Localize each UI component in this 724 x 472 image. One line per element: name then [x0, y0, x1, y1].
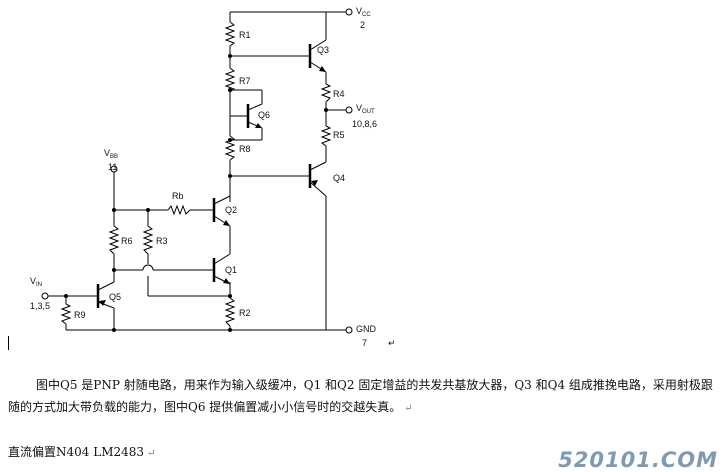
q4-symbol: [302, 161, 327, 197]
vout-terminal: [345, 106, 353, 114]
q3-symbol: [302, 39, 327, 73]
r6-label: R6: [121, 236, 133, 246]
return-mark: ↵: [388, 338, 396, 348]
vcc-terminal: [345, 8, 353, 16]
vout-pins: 10,8,6: [352, 119, 377, 129]
terminals: [41, 8, 353, 334]
r8-label: R8: [239, 144, 251, 154]
vcc-label: VCC: [356, 6, 371, 18]
vin-terminal: [41, 292, 49, 300]
r3-label: R3: [156, 236, 168, 246]
gnd-terminal: [345, 326, 353, 334]
vbb-label: VBB: [104, 148, 118, 160]
r9-symbol: [60, 303, 72, 325]
r7-label: R7: [239, 76, 251, 86]
rb-label: Rb: [172, 191, 184, 201]
transistor-symbols: [90, 39, 327, 309]
q2-label: Q2: [225, 205, 237, 215]
r1-symbol: [224, 21, 236, 47]
q1-label: Q1: [225, 265, 237, 275]
r5-symbol: [320, 125, 332, 147]
vout-label: VOUT: [356, 103, 375, 115]
r1-label: R1: [239, 30, 251, 40]
q2-symbol: [206, 195, 231, 227]
r3-symbol: [142, 225, 154, 264]
r4-label: R4: [333, 89, 345, 99]
footer-return-mark: ↵: [147, 448, 156, 459]
q4-label: Q4: [333, 173, 345, 183]
r5-label: R5: [333, 130, 345, 140]
r7-symbol: [224, 67, 236, 93]
q6-label: Q6: [258, 110, 270, 120]
site-watermark: 520101.COM: [558, 448, 718, 472]
footer-text: 直流偏置N404 LM2483↵: [8, 445, 156, 459]
r6-symbol: [108, 225, 120, 255]
rb-symbol: [167, 204, 191, 216]
q3-label: Q3: [317, 45, 329, 55]
arrowheads: [99, 66, 326, 306]
schematic-labels: VCC 2 VOUT 10,8,6 VBB 11 VIN 1,3,5 GND 7…: [30, 6, 396, 348]
vin-pins: 1,3,5: [30, 301, 50, 311]
r4-symbol: [320, 83, 332, 103]
vbb-terminal: [110, 165, 118, 173]
r8-symbol: [224, 135, 236, 161]
vbb-pin: 11: [108, 162, 117, 172]
r2-symbol: [224, 297, 236, 327]
text-cursor: [8, 336, 9, 350]
gnd-label: GND: [356, 324, 377, 334]
resistor-symbols: [60, 21, 332, 327]
wires: [48, 11, 346, 331]
description-paragraph: 图中Q5 是PNP 射随电路，用来作为输入级缓冲，Q1 和Q2 固定增益的共发共…: [8, 378, 713, 414]
vin-label: VIN: [30, 276, 42, 288]
vcc-pin: 2: [360, 20, 365, 30]
r9-label: R9: [74, 310, 86, 320]
paragraph-return-mark: ↵: [404, 403, 413, 414]
q5-label: Q5: [109, 292, 121, 302]
gnd-pin: 7: [362, 338, 367, 348]
r2-label: R2: [239, 308, 251, 318]
junction-dots: [64, 54, 328, 332]
